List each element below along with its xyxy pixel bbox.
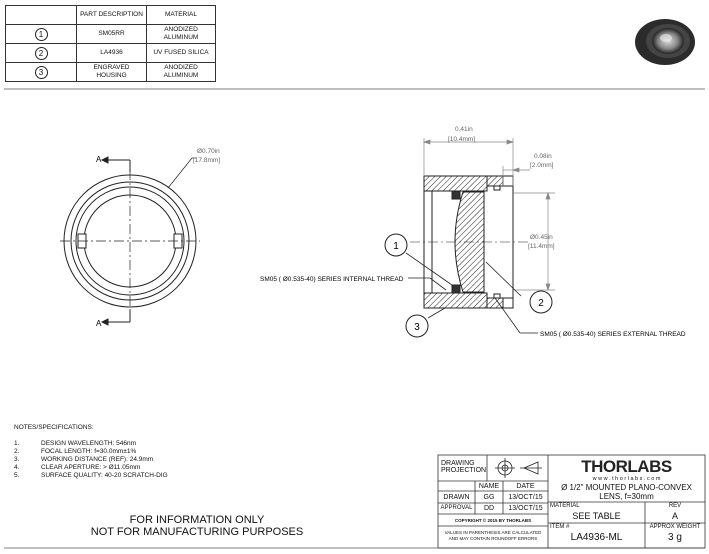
dim-clear-dia-mm: [11.4mm] xyxy=(528,243,555,250)
parts-header-row: PART DESCRIPTION MATERIAL xyxy=(5,5,216,25)
drawn-name: GG xyxy=(483,494,495,501)
drawing-projection-label: DRAWING PROJECTION xyxy=(441,460,487,474)
external-thread-note: SM05 ( Ø0.535-40) SERIES EXTERNAL THREAD xyxy=(540,331,686,338)
projection-symbol-icon xyxy=(495,458,542,478)
drawing-title: Ø 1/2" MOUNTED PLANO-CONVEX LENS, f=30mm xyxy=(561,483,692,501)
approval-label: APPROVAL xyxy=(440,505,473,511)
section-label-top: A xyxy=(96,155,102,164)
rev-label: REV xyxy=(668,503,682,509)
front-view xyxy=(60,156,200,326)
note-item: 3.WORKING DISTANCE (REF): 24.9mm xyxy=(14,456,154,463)
copyright: COPYRIGHT © 2015 BY THORLABS xyxy=(454,518,532,523)
notes-block: NOTES/SPECIFICATIONS: 1.DESIGN WAVELENGT… xyxy=(14,424,168,480)
balloon-1-label: 1 xyxy=(393,241,399,252)
name-header: NAME xyxy=(478,483,500,490)
title-block-lines xyxy=(437,454,706,549)
material-label: MATERIAL xyxy=(550,503,580,509)
parts-row: 3 ENGRAVED HOUSING ANODIZED ALUMINUM xyxy=(5,62,216,82)
note-item: 1.DESIGN WAVELENGTH: 546nm xyxy=(14,440,136,447)
weight-label: APPROX WEIGHT xyxy=(649,524,701,530)
internal-thread-note: SM05 ( Ø0.535-40) SERIES INTERNAL THREAD xyxy=(260,276,404,283)
leaders xyxy=(405,252,538,334)
section-label-bottom: A xyxy=(96,319,102,328)
drawn-label: DRAWN xyxy=(443,494,470,501)
rev-value: A xyxy=(671,511,678,521)
balloon-1: 1 xyxy=(384,233,408,257)
balloon-3-label: 3 xyxy=(414,322,420,333)
dim-step: 0.08in xyxy=(534,153,552,160)
parts-table: PART DESCRIPTION MATERIAL 1 SM05RR ANODI… xyxy=(5,5,216,82)
item-balloon: 2 xyxy=(34,46,48,60)
part-description: ENGRAVED HOUSING xyxy=(76,62,147,82)
approval-date: 13/OCT/15 xyxy=(508,505,543,512)
info-only-line1: FOR INFORMATION ONLY xyxy=(129,514,265,526)
info-only-line2: NOT FOR MANUFACTURING PURPOSES xyxy=(90,526,304,538)
item-label: ITEM # xyxy=(550,524,570,530)
dim-overall-length-mm: [10.4mm] xyxy=(448,136,475,143)
balloon-3: 3 xyxy=(405,314,429,338)
item-balloon: 1 xyxy=(34,27,48,41)
item-balloon: 3 xyxy=(34,65,48,79)
dim-step-mm: [2.0mm] xyxy=(530,162,554,169)
info-only-notice: FOR INFORMATION ONLY NOT FOR MANUFACTURI… xyxy=(72,514,322,538)
dimensions xyxy=(422,138,555,292)
weight-value: 3 g xyxy=(668,532,682,543)
note-item: 2.FOCAL LENGTH: f=30.0mm±1% xyxy=(14,448,137,455)
dim-clear-dia: Ø0.45in xyxy=(530,234,553,241)
balloon-2: 2 xyxy=(529,290,553,314)
part-material: ANODIZED ALUMINUM xyxy=(146,62,216,82)
parts-row: 1 SM05RR ANODIZED ALUMINUM xyxy=(5,24,216,44)
balloon-2-label: 2 xyxy=(538,298,544,309)
note-item: 5.SURFACE QUALITY: 40-20 SCRATCH-DIG xyxy=(14,472,168,479)
approval-name: DD xyxy=(483,505,495,512)
thorlabs-logo: THORLABS xyxy=(581,457,672,476)
dim-overall-length: 0.41in xyxy=(455,126,473,133)
material-value: SEE TABLE xyxy=(572,511,621,521)
date-header: DATE xyxy=(516,483,535,490)
disclaimer: VALUES IN PARENTHESIS ARE CALCULATED AND… xyxy=(444,530,542,541)
part-material: ANODIZED ALUMINUM xyxy=(146,24,216,44)
front-diameter: Ø0.70in xyxy=(197,148,220,155)
note-item: 4.CLEAR APERTURE: > Ø11.05mm xyxy=(14,464,141,471)
website: w w w . t h o r l a b s . c o m xyxy=(592,476,661,482)
notes-heading: NOTES/SPECIFICATIONS: xyxy=(14,424,94,431)
front-diameter-mm: [17.8mm] xyxy=(193,157,220,164)
product-thumbnail xyxy=(635,19,695,65)
item-value: LA4936-ML xyxy=(570,532,623,543)
drawn-date: 13/OCT/15 xyxy=(508,494,543,501)
